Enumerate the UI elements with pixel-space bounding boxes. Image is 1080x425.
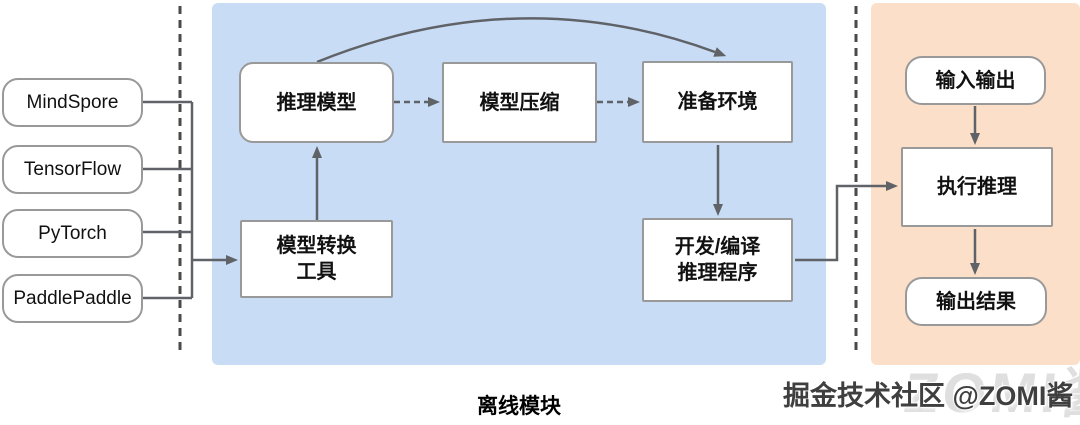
node-prepare-environment: 准备环境 (642, 61, 793, 143)
node-label: MindSpore (26, 91, 119, 113)
node-tensorflow: TensorFlow (2, 145, 143, 194)
offline-module-panel (212, 3, 826, 365)
node-input-output: 输入输出 (905, 56, 1046, 105)
node-label: TensorFlow (23, 158, 122, 180)
node-label: 准备环境 (677, 91, 758, 113)
node-label: 模型压缩 (479, 91, 560, 114)
framework-bus-lines (143, 100, 194, 300)
node-label: 推理模型 (276, 91, 357, 114)
node-inference-model: 推理模型 (239, 62, 394, 143)
node-label: 输入输出 (935, 69, 1016, 92)
node-mindspore: MindSpore (2, 78, 143, 127)
node-output-result: 输出结果 (905, 277, 1047, 326)
node-label-line2: 推理程序 (677, 262, 758, 284)
community-watermark: 掘金技术社区 @ZOMI酱 (783, 381, 1074, 411)
node-label-line1: 开发/编译 (674, 236, 761, 258)
node-label: PaddlePaddle (13, 287, 132, 309)
node-label-line2: 工具 (296, 261, 337, 283)
node-model-conversion-tool: 模型转换 工具 (240, 220, 393, 298)
node-develop-compile-program: 开发/编译 推理程序 (642, 218, 793, 302)
node-paddlepaddle: PaddlePaddle (2, 274, 143, 323)
node-label: PyTorch (38, 222, 107, 244)
node-label: 输出结果 (936, 290, 1016, 313)
node-model-compression: 模型压缩 (442, 62, 597, 143)
node-label-line1: 模型转换 (276, 235, 357, 257)
node-pytorch: PyTorch (2, 209, 143, 258)
node-execute-inference: 执行推理 (901, 147, 1053, 227)
node-label: 执行推理 (937, 176, 1017, 198)
offline-module-label: 离线模块 (477, 395, 561, 418)
